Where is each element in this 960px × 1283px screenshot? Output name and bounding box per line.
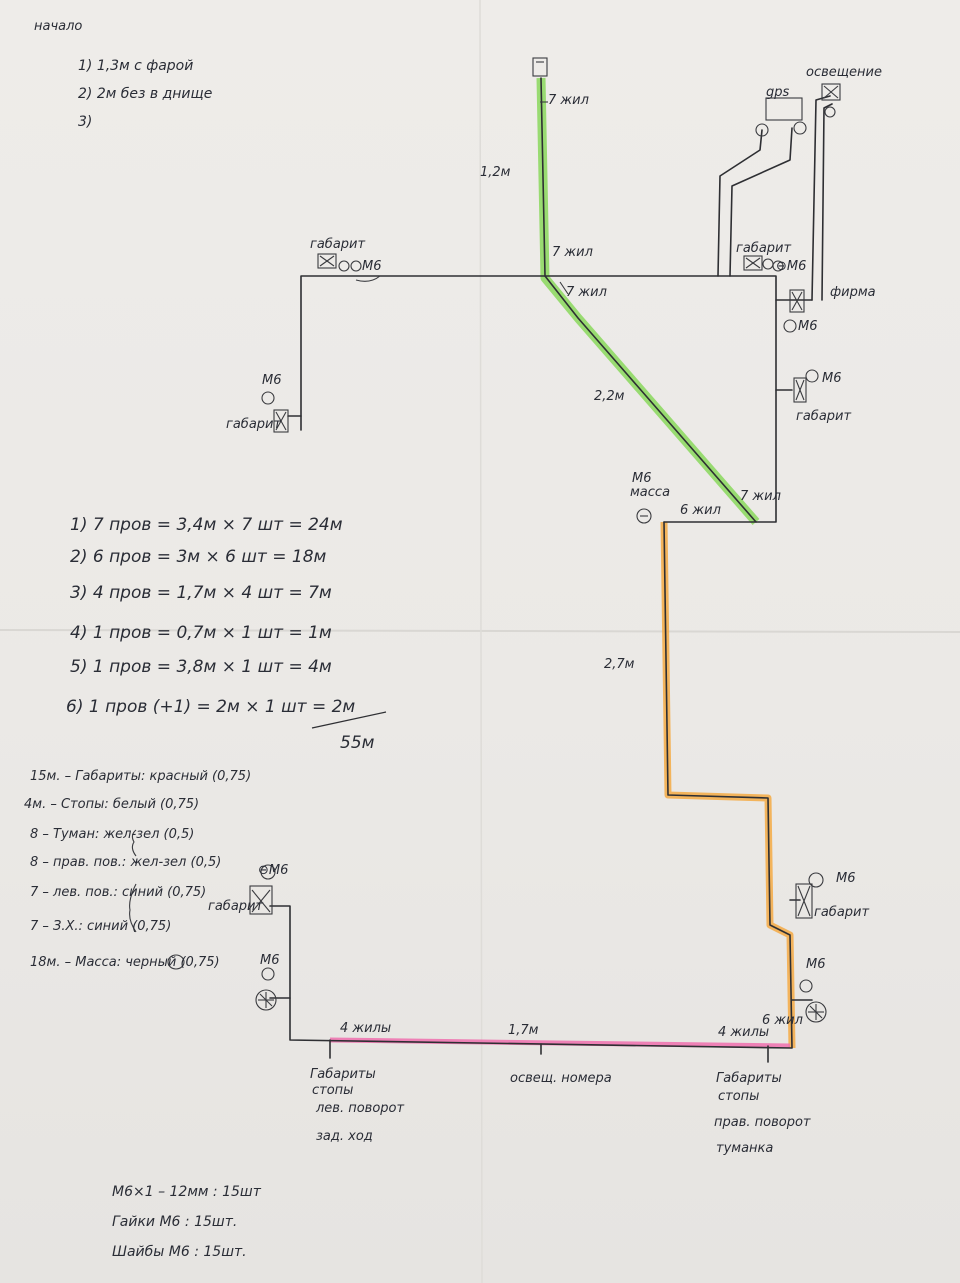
label-length-vertical: 2,7м	[604, 657, 635, 672]
label-gabarit-left: габарит	[226, 417, 281, 432]
label-rear-left-4: 4 жилы	[340, 1021, 391, 1036]
legend-line-7: 18м. – Масса: черный (0,75)	[30, 955, 220, 970]
rear-right-line-2: стопы	[718, 1089, 759, 1104]
rear-left-line-3: лев. поворот	[315, 1101, 405, 1116]
rear-right-line-1: Габариты	[716, 1071, 782, 1086]
legend-line-3: 8 – Туман: жел-зел (0,5)	[30, 827, 194, 842]
gabarit-rear-left-lamp-icon	[249, 864, 276, 915]
label-gabarit-rear-left: габарит	[208, 899, 263, 914]
label-m6-rear-right: М6	[836, 871, 856, 886]
gabarit-top-right-lamp-icon	[743, 255, 784, 272]
gabarit-rear-right-lamp-icon	[795, 872, 824, 919]
plate-light-right-icon	[799, 979, 827, 1023]
rear-left-line-1: Габариты	[310, 1067, 376, 1082]
label-gabarit-top-right: габарит	[736, 241, 791, 256]
header-item-1: 1) 1,3м с фарой	[78, 58, 193, 74]
label-wire-6: 6 жил	[680, 503, 721, 518]
label-m6-right: М6	[822, 371, 842, 386]
calc-line-1: 1) 7 пров = 3,4м × 7 шт = 24м	[70, 515, 343, 535]
rear-left-line-2: стопы	[312, 1083, 353, 1098]
label-wire-7-top: 7 жил	[548, 93, 589, 108]
top-connector-icon	[532, 57, 548, 77]
fold-line-v	[479, 0, 483, 1283]
header-item-3: 3)	[78, 114, 92, 130]
label-m6-fara: М6	[798, 319, 818, 334]
calc-total-line	[311, 711, 387, 729]
top-harness	[287, 77, 833, 523]
label-m6-massa: М6	[632, 471, 652, 486]
calc-line-6: 6) 1 пров (+1) = 2м × 1 шт = 2м	[66, 697, 355, 717]
wire-ticks	[540, 101, 569, 295]
fastener-line-2: Гайки М6 : 15шт.	[112, 1214, 237, 1230]
label-rear-6: 6 жил	[762, 1013, 803, 1028]
rear-right-line-4: туманка	[716, 1141, 773, 1156]
label-m6-top-left: М6	[362, 259, 382, 274]
rear-left-line-4: зад. ход	[316, 1129, 373, 1144]
legend-line-1: 15м. – Габариты: красный (0,75)	[30, 769, 251, 784]
gabarit-top-left-lamp-icon	[317, 253, 381, 282]
legend-circle-mark	[167, 954, 185, 970]
legend-brace-2	[129, 883, 137, 933]
pink-highlight	[329, 1037, 791, 1049]
gabarit-left-lamp-icon	[261, 391, 289, 433]
label-gabarit-rear-right: габарит	[814, 905, 869, 920]
label-gabarit-top-left: габарит	[310, 237, 365, 252]
label-wire-7-bottom: 7 жил	[740, 489, 781, 504]
legend-brace-1	[131, 829, 137, 857]
label-m6-top-right: ⊖М6	[776, 259, 806, 274]
label-gps: gps	[766, 85, 790, 100]
label-m6-plate-right: М6	[806, 957, 826, 972]
label-rear-length: 1,7м	[508, 1023, 539, 1038]
fara-lamp-icon	[783, 289, 805, 333]
calc-line-2: 2) 6 пров = 3м × 6 шт = 18м	[70, 547, 327, 567]
label-m6-rear-left: ⊖М6	[258, 863, 288, 878]
orange-highlight	[660, 521, 796, 1049]
plate-light-left-icon	[255, 967, 277, 1011]
fastener-line-1: М6×1 – 12мм : 15шт	[112, 1184, 262, 1200]
legend-line-5: 7 – лев. пов.: синий (0,75)	[30, 885, 206, 900]
rear-harness	[269, 521, 813, 1063]
rear-center-label: освещ. номера	[510, 1071, 612, 1086]
rear-right-line-3: прав. поворот	[714, 1115, 811, 1130]
label-wire-7-junction: 7 жил	[552, 245, 593, 260]
legend-line-2: 4м. – Стопы: белый (0,75)	[24, 797, 199, 812]
calc-line-3: 3) 4 пров = 1,7м × 4 шт = 7м	[70, 583, 332, 603]
calc-line-5: 5) 1 пров = 3,8м × 1 шт = 4м	[70, 657, 332, 677]
label-length-top: 1,2м	[480, 165, 511, 180]
calc-total: 55м	[340, 733, 375, 753]
label-gabarit-right: габарит	[796, 409, 851, 424]
legend-line-6: 7 – З.Х.: синий (0,75)	[30, 919, 171, 934]
gabarit-right-lamp-icon	[793, 369, 819, 403]
massa-ground-icon	[636, 508, 652, 524]
fold-line-h	[0, 629, 960, 633]
label-massa: масса	[630, 485, 670, 500]
label-length-diag: 2,2м	[594, 389, 625, 404]
fastener-line-3: Шайбы М6 : 15шт.	[112, 1244, 247, 1260]
lighting-lamp-icon	[821, 83, 841, 118]
label-rear-right-4: 4 жилы	[718, 1025, 769, 1040]
legend-line-4: 8 – прав. пов.: жел-зел (0,5)	[30, 855, 221, 870]
gps-module-icon	[755, 97, 807, 137]
label-lighting: освещение	[806, 65, 882, 80]
label-m6-left: М6	[262, 373, 282, 388]
header-title: начало	[34, 19, 82, 34]
calc-line-4: 4) 1 пров = 0,7м × 1 шт = 1м	[70, 623, 332, 643]
label-wire-7-diag: 7 жил	[566, 285, 607, 300]
green-highlight	[536, 77, 760, 525]
header-item-2: 2) 2м без в днище	[78, 86, 212, 102]
label-m6-plate-left: М6	[260, 953, 280, 968]
label-fara: фирма	[830, 285, 876, 300]
